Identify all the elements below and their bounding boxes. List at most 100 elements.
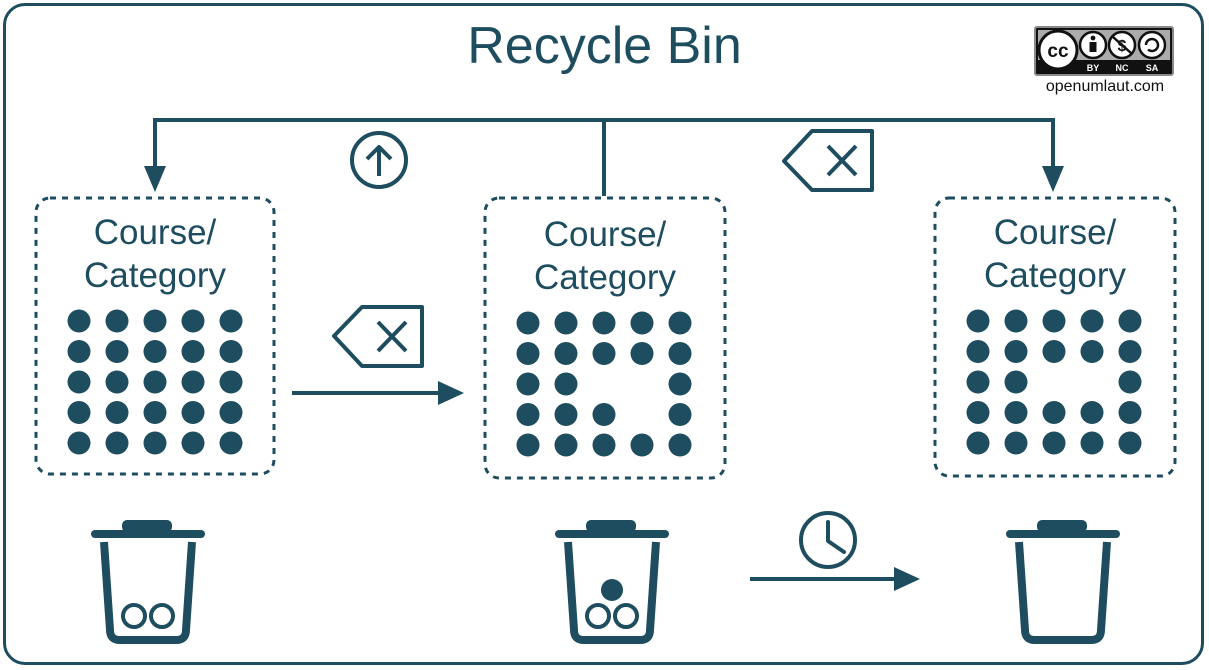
item-dot [181,401,205,424]
item-dot [668,433,692,457]
item-dot [105,309,129,333]
cc-label-sa: SA [1146,63,1159,73]
item-dot [554,433,578,457]
item-dot [966,370,990,394]
course-box-right [933,196,1177,478]
item-dot [516,433,540,457]
diagram-title: Recycle Bin [467,17,742,75]
item-dot [219,431,243,455]
item-dot [67,370,91,394]
item-grid [67,309,243,455]
item-dot [219,340,243,363]
trash-bin-icon [555,520,669,644]
item-dot [1080,340,1104,363]
item-dot [1080,431,1104,455]
item-dot [966,340,990,363]
diagram-frame [3,3,1204,665]
item-dot [630,433,654,457]
expire-arrow [750,567,920,591]
item-dot [1042,401,1066,424]
trash-bin-icon [1006,520,1120,644]
cc-label-by: BY [1087,63,1100,73]
item-dot [1118,401,1142,424]
item-dot [181,309,205,333]
bin-items [585,579,639,629]
item-dot [516,311,540,335]
item-dot [592,342,616,365]
svg-text:cc: cc [1047,41,1069,62]
item-dot [219,401,243,424]
item-dot [143,309,167,333]
item-dot [592,433,616,457]
item-dot [1042,340,1066,363]
delete-backspace-icon [782,129,874,192]
item-dot [516,403,540,426]
binned-item [585,603,611,629]
item-dot [668,342,692,365]
item-dot [1004,309,1028,333]
clock-icon [799,511,857,569]
item-dot [67,340,91,363]
item-dot [1118,370,1142,394]
item-dot [105,340,129,363]
binned-item [613,603,639,629]
bin-items [121,603,175,629]
box-label-line2: Category [533,258,677,297]
item-dot [1004,401,1028,424]
item-dot [966,309,990,333]
item-dot [1080,401,1104,424]
item-dot [67,431,91,455]
item-grid [966,309,1142,455]
item-dot [554,372,578,396]
item-grid [516,311,692,457]
item-dot [105,370,129,394]
item-dot [143,340,167,363]
move-to-bin-arrow [292,381,464,405]
box-label-line1: Course/ [93,213,217,252]
item-dot [105,401,129,424]
license-credit: openumlaut.com [1045,78,1165,95]
item-dot [516,372,540,396]
item-dot [1042,309,1066,333]
item-dot [67,309,91,333]
item-dot [516,342,540,365]
item-dot [143,370,167,394]
item-dot [966,401,990,424]
item-dot [143,431,167,455]
item-dot [966,431,990,455]
item-dot [1080,309,1104,333]
item-dot [1004,370,1028,394]
item-dot [1118,309,1142,333]
item-dot [592,403,616,426]
delete-backspace-icon [332,305,424,368]
item-dot [554,311,578,335]
item-dot [67,401,91,424]
item-dot [668,403,692,426]
item-dot [219,370,243,394]
item-dot [1118,431,1142,455]
branch-connector [144,118,1064,196]
item-dot [181,340,205,363]
box-label-line1: Course/ [993,213,1117,252]
course-box-left [34,196,276,476]
cc-label-nc: NC [1116,63,1129,73]
box-label-line2: Category [983,256,1127,295]
item-dot [1118,340,1142,363]
binned-item [121,603,147,629]
item-dot [105,431,129,455]
item-dot [181,431,205,455]
course-box-middle [483,196,727,480]
trash-bin-icon [91,520,205,644]
cc-by-nc-sa-icon: cc $ BY NC SA [1034,26,1174,76]
item-dot [1004,340,1028,363]
item-dot [592,311,616,335]
box-label-line1: Course/ [543,215,667,254]
item-dot [143,401,167,424]
item-dot [1042,431,1066,455]
box-label-line2: Category [83,256,227,295]
item-dot [181,370,205,394]
item-dot [630,342,654,365]
falling-item [601,579,623,601]
item-dot [630,311,654,335]
